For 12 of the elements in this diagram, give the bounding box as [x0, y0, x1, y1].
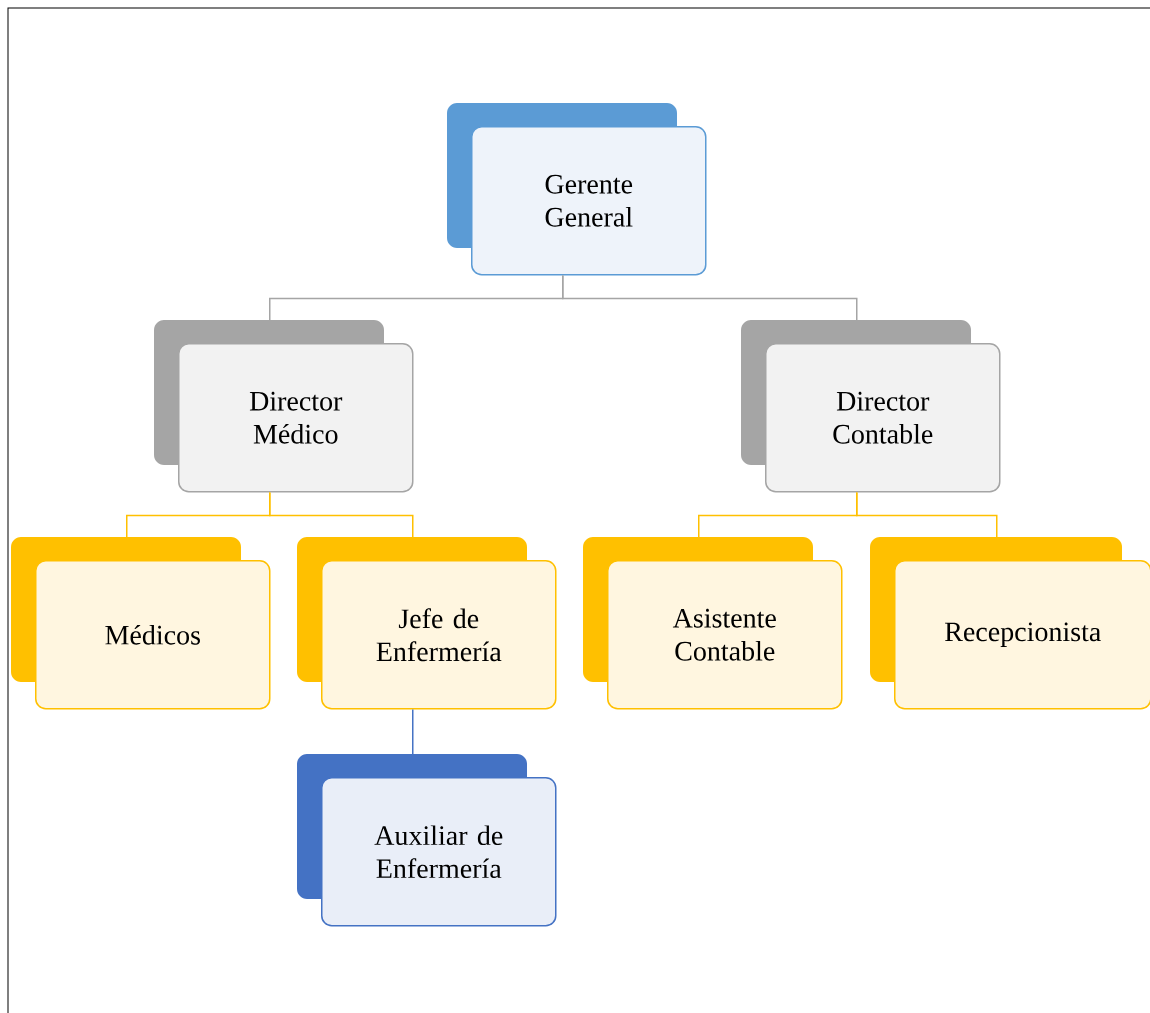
org-box: Director Contable	[741, 320, 1001, 493]
org-box: Asistente Contable	[583, 537, 843, 710]
connector	[856, 491, 998, 538]
connector	[562, 274, 858, 321]
org-box: Director Médico	[154, 320, 414, 493]
org-box: Jefe de Enfermería	[297, 537, 557, 710]
org-box: Recepcionista	[870, 537, 1150, 710]
connector	[412, 708, 414, 755]
org-box: Médicos	[11, 537, 271, 710]
connector	[269, 491, 414, 538]
org-box: Auxiliar de Enfermería	[297, 754, 557, 927]
org-box: Gerente General	[447, 103, 707, 276]
